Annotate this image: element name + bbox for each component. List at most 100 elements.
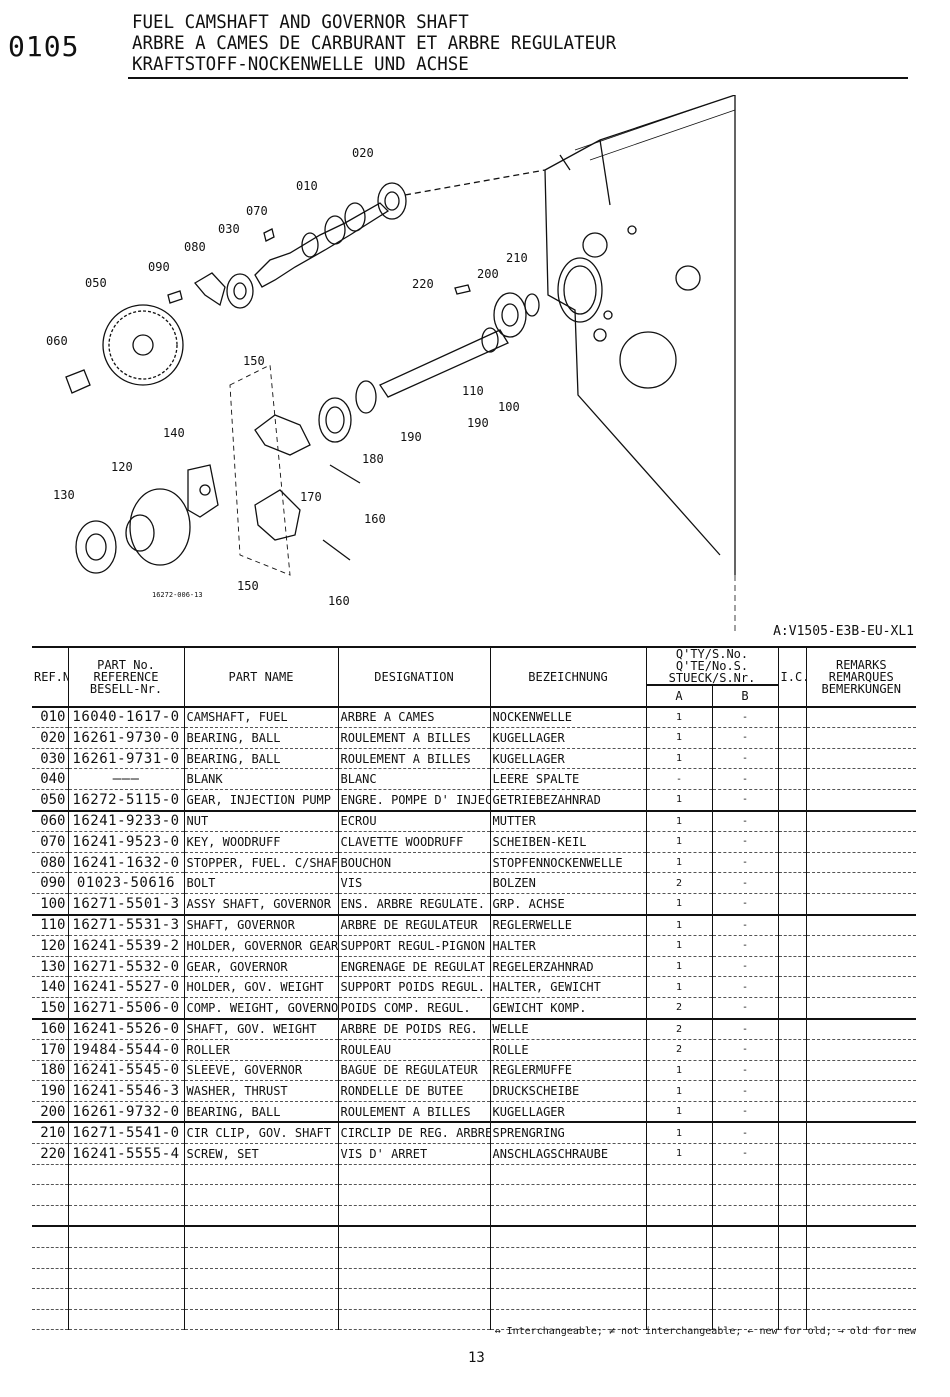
cell-empty bbox=[805, 935, 917, 957]
callout-190-b: 190 bbox=[467, 416, 489, 430]
cell-a: 2 bbox=[645, 1039, 712, 1061]
cell-empty bbox=[337, 1268, 490, 1290]
cell-empty bbox=[777, 789, 807, 812]
table-row-empty bbox=[32, 1309, 917, 1331]
thrust-washer bbox=[355, 380, 377, 414]
cell-a: 1 bbox=[645, 831, 712, 853]
injection-pump-gear bbox=[102, 304, 184, 386]
cell-pos: 080 bbox=[32, 852, 68, 874]
cell-empty bbox=[32, 1184, 68, 1206]
cell-pos: 100 bbox=[32, 893, 68, 916]
nut-060 bbox=[65, 369, 91, 394]
cell-empty bbox=[805, 1164, 917, 1186]
cell-de: ROLLE bbox=[489, 1039, 646, 1061]
callout-060: 060 bbox=[46, 334, 68, 348]
cell-empty bbox=[777, 1268, 807, 1290]
bearing-020 bbox=[377, 182, 407, 220]
cell-empty bbox=[32, 1205, 68, 1227]
cell-name: SHAFT, GOVERNOR bbox=[183, 913, 338, 937]
cell-empty bbox=[805, 913, 917, 937]
cell-fr: SUPPORT POIDS REGUL. bbox=[337, 976, 490, 998]
cell-fr: CIRCLIP DE REG. ARBRE bbox=[337, 1121, 490, 1145]
callout-170: 170 bbox=[300, 490, 322, 504]
cell-pos: 050 bbox=[32, 789, 68, 812]
parts-table: REF.No. POS.No. BILD-Nr. PART No. REFERE… bbox=[32, 646, 917, 1331]
cell-empty bbox=[777, 852, 807, 874]
cell-empty bbox=[805, 1268, 917, 1290]
cell-de: SCHEIBEN-KEIL bbox=[489, 831, 646, 853]
cell-empty bbox=[337, 1288, 490, 1310]
cell-empty bbox=[337, 1225, 490, 1249]
cell-de: WELLE bbox=[489, 1017, 646, 1041]
cell-empty bbox=[67, 1268, 184, 1290]
cell-empty bbox=[805, 1247, 917, 1269]
cell-empty bbox=[777, 1288, 807, 1310]
cell-empty bbox=[67, 1288, 184, 1310]
cell-ref: 16241-9523-0 bbox=[67, 831, 184, 853]
cell-empty bbox=[777, 1121, 807, 1145]
cell-a: 1 bbox=[645, 727, 712, 749]
cell-empty bbox=[67, 1205, 184, 1227]
cell-empty bbox=[777, 956, 807, 978]
callout-120: 120 bbox=[111, 460, 133, 474]
cell-de: DRUCKSCHEIBE bbox=[489, 1080, 646, 1102]
cell-fr: BAGUE DE REGULATEUR bbox=[337, 1060, 490, 1082]
cell-a: 1 bbox=[645, 1101, 712, 1123]
cell-empty bbox=[183, 1205, 338, 1227]
cell-fr: ROULEMENT A BILLES bbox=[337, 727, 490, 749]
cell-fr: CLAVETTE WOODRUFF bbox=[337, 831, 490, 853]
cell-empty bbox=[805, 809, 917, 833]
cell-b: - bbox=[711, 768, 779, 790]
cell-empty bbox=[489, 1205, 646, 1227]
cell-de: STOPFENNOCKENWELLE bbox=[489, 852, 646, 874]
section-number: 0105 bbox=[8, 30, 80, 63]
cell-empty bbox=[183, 1184, 338, 1206]
cell-name: SCREW, SET bbox=[183, 1143, 338, 1165]
cell-empty bbox=[777, 809, 807, 833]
cell-name: SHAFT, GOV. WEIGHT bbox=[183, 1017, 338, 1041]
cell-empty bbox=[489, 1288, 646, 1310]
governor-sleeve bbox=[318, 397, 352, 443]
cell-empty bbox=[183, 1288, 338, 1310]
model-code: A:V1505-E3B-EU-XL1 bbox=[773, 624, 914, 639]
cell-pos: 030 bbox=[32, 748, 68, 770]
table-row-empty bbox=[32, 1164, 917, 1186]
cell-empty bbox=[805, 1288, 917, 1310]
cell-empty bbox=[777, 727, 807, 749]
cell-fr: SUPPORT REGUL-PIGNON bbox=[337, 935, 490, 957]
cell-empty bbox=[777, 935, 807, 957]
cell-name: BOLT bbox=[183, 872, 338, 894]
callout-160-bottom: 160 bbox=[328, 594, 350, 608]
cell-empty bbox=[645, 1268, 712, 1290]
cell-a: 1 bbox=[645, 935, 712, 957]
cell-empty bbox=[805, 1080, 917, 1102]
cell-b: - bbox=[711, 809, 779, 833]
cell-fr: POIDS COMP. REGUL. bbox=[337, 997, 490, 1020]
cell-empty bbox=[805, 893, 917, 916]
cell-b: - bbox=[711, 913, 779, 937]
cell-ref: 16241-9233-0 bbox=[67, 809, 184, 833]
cell-name: BEARING, BALL bbox=[183, 1101, 338, 1123]
cell-pos: 190 bbox=[32, 1080, 68, 1102]
cell-empty bbox=[777, 1164, 807, 1186]
cell-ref: ——— bbox=[67, 768, 184, 790]
cell-ref: 16241-5545-0 bbox=[67, 1060, 184, 1082]
cell-a: 1 bbox=[645, 956, 712, 978]
cell-pos: 150 bbox=[32, 997, 68, 1020]
circlip-210 bbox=[524, 293, 540, 317]
cell-fr: ENGRE. POMPE D' INJEC. bbox=[337, 789, 490, 812]
cell-empty bbox=[777, 1225, 807, 1249]
table-row-empty bbox=[32, 1268, 917, 1290]
cell-fr: ARBRE A CAMES bbox=[337, 705, 490, 729]
cell-b: - bbox=[711, 727, 779, 749]
cell-empty bbox=[32, 1164, 68, 1186]
cell-pos: 070 bbox=[32, 831, 68, 853]
cell-ref: 16241-5555-4 bbox=[67, 1143, 184, 1165]
cell-fr: ARBRE DE REGULATEUR bbox=[337, 913, 490, 937]
cell-empty bbox=[489, 1268, 646, 1290]
